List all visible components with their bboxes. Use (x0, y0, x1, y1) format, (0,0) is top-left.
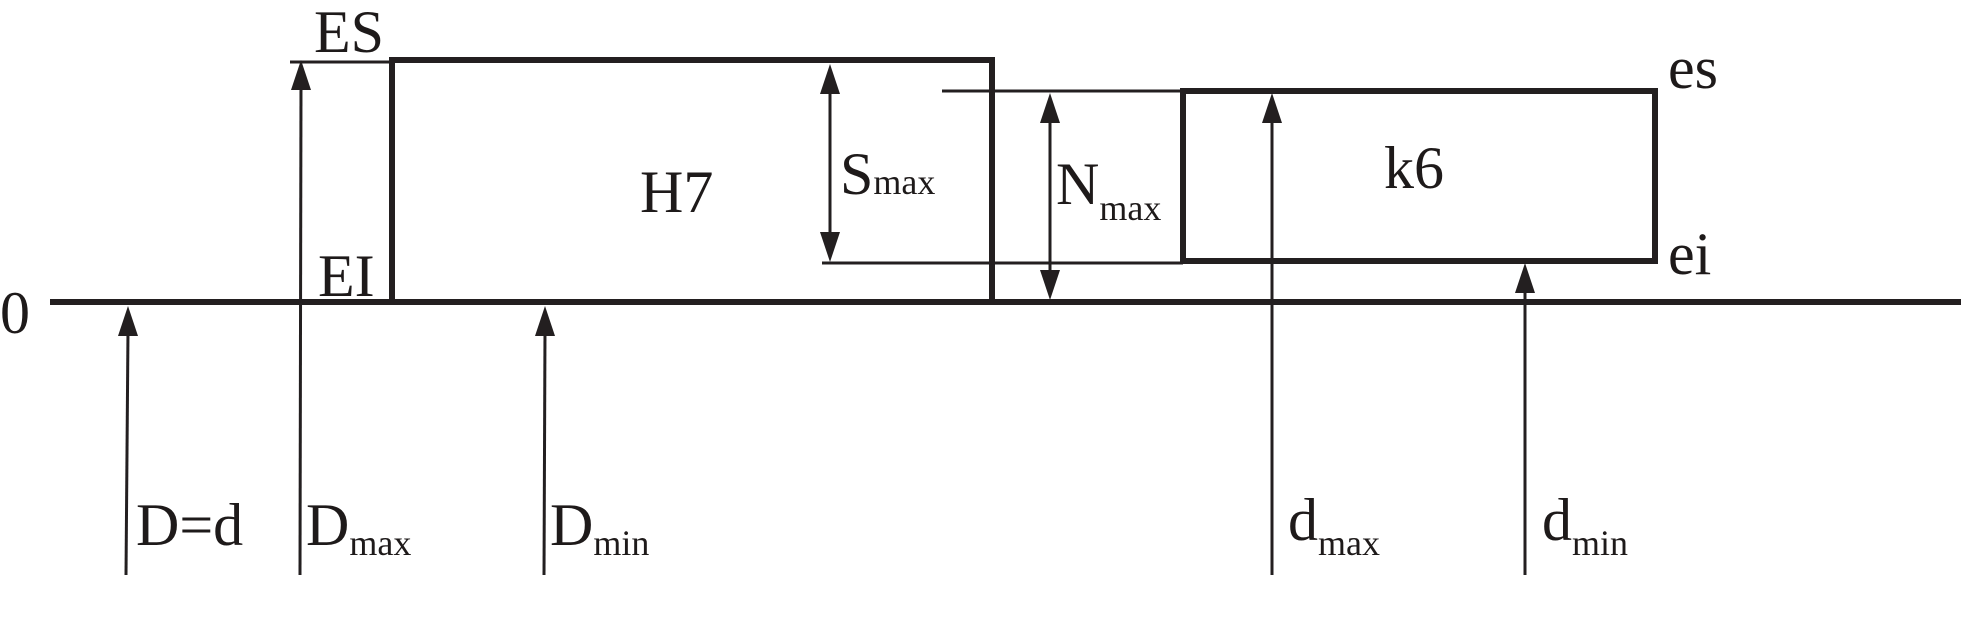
d-max-upper-line (298, 83, 303, 576)
d-max-upper-label: Dmax (306, 492, 411, 563)
s-max-top-arrowhead (820, 64, 840, 94)
s-max-label: Smax (840, 141, 935, 207)
d-max-lower-main: d (1288, 487, 1318, 553)
d-max-upper-arrowhead (291, 60, 311, 90)
s-max-bottom-arrowhead (820, 232, 840, 262)
d-max-upper-main: D (306, 492, 349, 558)
nominal-size-line (124, 329, 130, 576)
es-upper-label: ES (314, 0, 384, 65)
n-max-bottom-arrowhead (1040, 270, 1060, 300)
shaft-field-label: k6 (1384, 135, 1444, 201)
d-min-lower-main: d (1542, 487, 1572, 553)
nominal-size-arrowhead (118, 306, 138, 336)
zero-label: 0 (0, 280, 30, 346)
shaft-tolerance-box (1180, 88, 1658, 264)
es-lower-label: es (1668, 35, 1718, 101)
n-max-sub: max (1099, 188, 1161, 228)
ei-upper-label: EI (318, 243, 375, 309)
d-min-lower-label: dmin (1542, 487, 1628, 563)
hole-field-label: H7 (640, 159, 713, 225)
ei-lower-label: ei (1668, 221, 1711, 287)
d-max-lower-arrowhead (1262, 93, 1282, 123)
d-min-upper-label: Dmin (550, 492, 649, 563)
n-max-label: Nmax (1056, 151, 1161, 228)
d-min-lower-arrowhead (1515, 263, 1535, 293)
s-max-main: S (840, 141, 873, 207)
hole-tolerance-box (389, 57, 995, 305)
d-min-upper-main: D (550, 492, 593, 558)
d-max-lower-sub: max (1318, 523, 1380, 563)
n-max-main: N (1056, 151, 1099, 217)
n-max-top-arrowhead (1040, 93, 1060, 123)
d-min-upper-line (542, 329, 547, 576)
nominal-size-label: D=d (136, 492, 243, 558)
s-max-sub: max (873, 162, 935, 202)
d-min-upper-sub: min (593, 523, 649, 563)
d-min-lower-sub: min (1572, 523, 1628, 563)
d-min-upper-arrowhead (535, 306, 555, 336)
d-max-lower-label: dmax (1288, 487, 1380, 563)
d-max-upper-sub: max (349, 523, 411, 563)
